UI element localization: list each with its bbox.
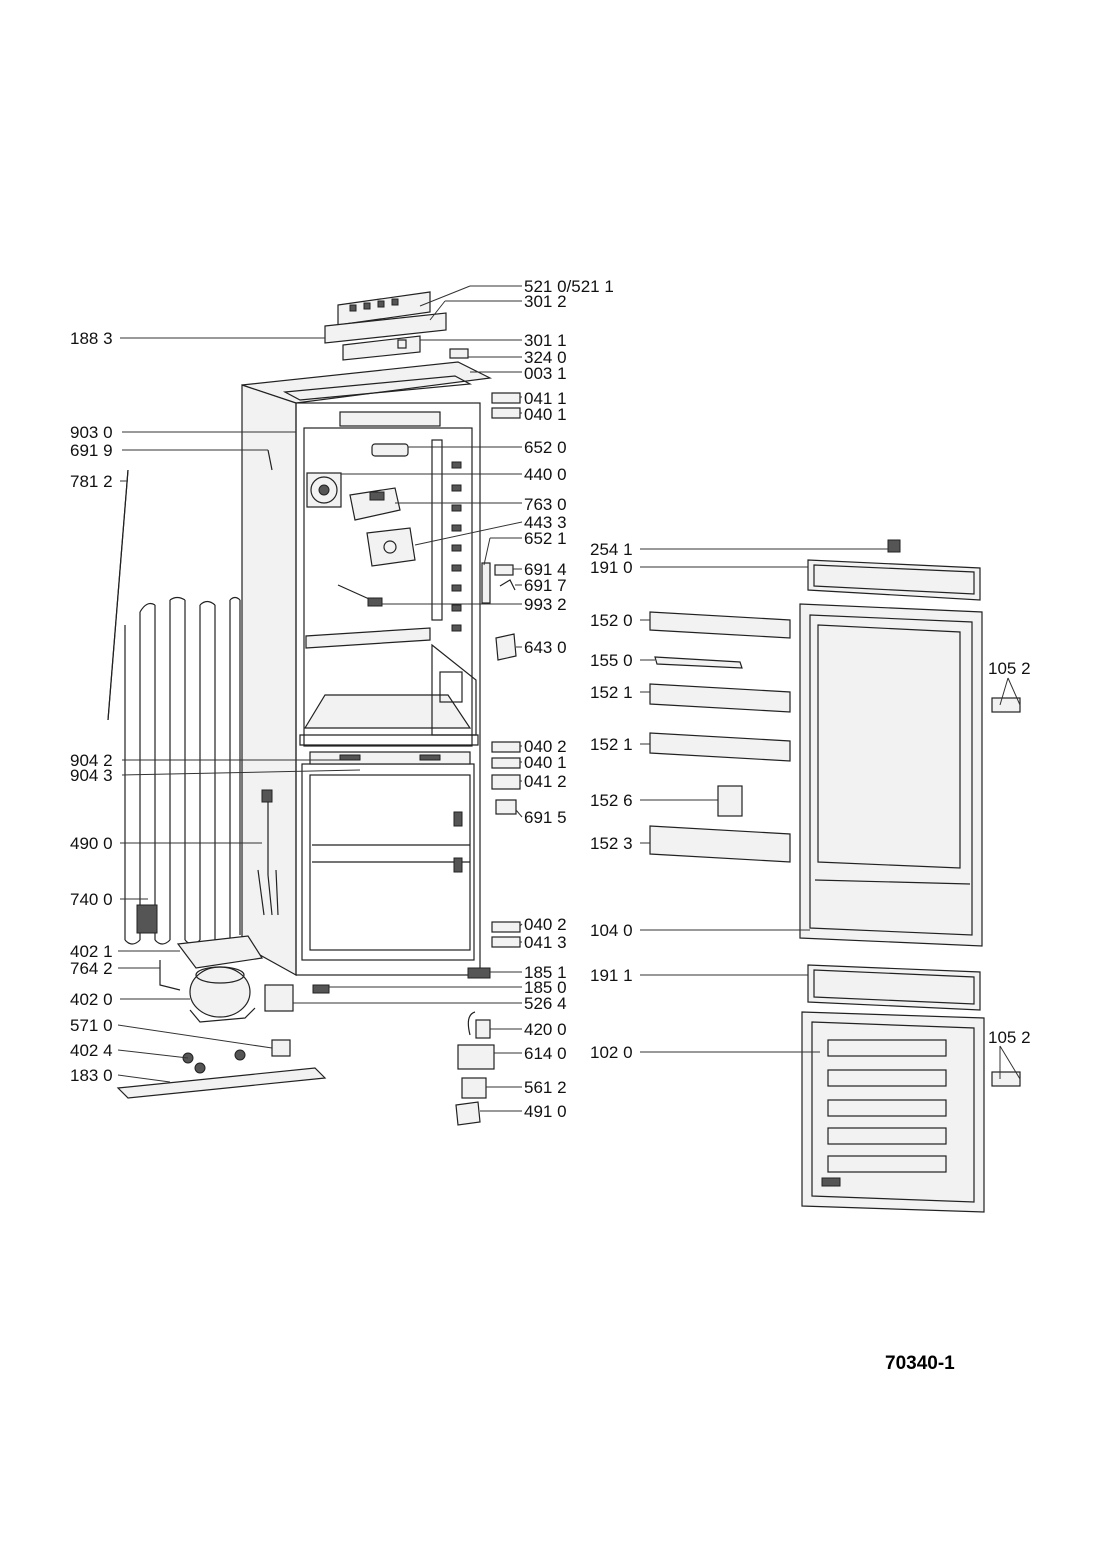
label-0031: 003 1	[524, 364, 567, 383]
label-1521a: 152 1	[590, 683, 633, 702]
drip-tray	[176, 935, 264, 969]
label-9043: 904 3	[70, 766, 113, 785]
label-0401b: 040 1	[524, 753, 567, 772]
label-0412: 041 2	[524, 772, 567, 791]
relay	[461, 1077, 487, 1099]
base-rail	[116, 1067, 327, 1099]
label-1526: 152 6	[590, 791, 633, 810]
label-0413: 041 3	[524, 933, 567, 952]
label-5210: 521 0/521 1	[524, 277, 614, 296]
label-1020: 102 0	[590, 1043, 633, 1062]
fridge-compartment	[303, 427, 473, 747]
hinge-1052a	[991, 697, 1021, 713]
start-device	[271, 1039, 291, 1057]
label-3012: 301 2	[524, 292, 567, 311]
egg-tray	[654, 656, 743, 669]
label-3011: 301 1	[524, 331, 567, 350]
label-9932: 993 2	[524, 595, 567, 614]
freezer-door-panel	[801, 1011, 985, 1213]
label-1052b: 105 2	[988, 1028, 1031, 1047]
air-duct	[349, 487, 401, 521]
label-1550: 155 0	[590, 651, 633, 670]
door-shelf-1523	[649, 825, 791, 863]
bottle-stopper	[717, 785, 743, 817]
label-6919: 691 9	[70, 441, 113, 460]
hinge-parts	[267, 392, 521, 948]
label-4020: 402 0	[70, 990, 113, 1009]
door-shelves	[649, 611, 791, 863]
label-4910: 491 0	[524, 1102, 567, 1121]
label-9042: 904 2	[70, 751, 113, 770]
label-6917: 691 7	[524, 576, 567, 595]
label-3240: 324 0	[524, 348, 567, 367]
compressor	[189, 966, 251, 1018]
light-cover	[371, 443, 409, 457]
door-shelf-1521b	[649, 732, 791, 762]
cabinet	[241, 361, 493, 977]
control-knob	[449, 348, 469, 359]
relay-box	[264, 984, 294, 1012]
drawing-code: 70340-1	[885, 1353, 955, 1374]
label-1521b: 152 1	[590, 735, 633, 754]
label-6430: 643 0	[524, 638, 567, 657]
label-5264: 526 4	[524, 994, 567, 1013]
condenser	[107, 469, 241, 945]
label-9030: 903 0	[70, 423, 113, 442]
label-4024: 402 4	[70, 1041, 113, 1060]
label-1830: 183 0	[70, 1066, 113, 1085]
label-0401a: 040 1	[524, 405, 567, 424]
label-7630: 763 0	[524, 495, 567, 514]
label-1883: 188 3	[70, 329, 113, 348]
label-1040: 104 0	[590, 921, 633, 940]
label-4200: 420 0	[524, 1020, 567, 1039]
control-panel-parts	[324, 291, 469, 361]
door-stop	[887, 539, 901, 553]
label-6915: 691 5	[524, 808, 567, 827]
label-1910: 191 0	[590, 558, 633, 577]
label-1520: 152 0	[590, 611, 633, 630]
label-0411a: 041 1	[524, 389, 567, 408]
fridge-door	[799, 539, 1021, 947]
control-module	[457, 1044, 495, 1070]
label-4900: 490 0	[70, 834, 113, 853]
label-7642: 764 2	[70, 959, 113, 978]
fridge-door-panel	[799, 603, 983, 947]
thermostat-box	[366, 527, 416, 567]
control-display	[342, 335, 421, 361]
label-4433: 443 3	[524, 513, 567, 532]
label-4021: 402 1	[70, 942, 113, 961]
part-labels: 521 0/521 1 301 2 188 3 301 1 324 0 003 …	[70, 277, 1031, 1121]
label-1523: 152 3	[590, 834, 633, 853]
control-board	[337, 291, 431, 326]
cabinet-front-frame	[295, 402, 481, 976]
label-4400: 440 0	[524, 465, 567, 484]
label-7400: 740 0	[70, 890, 113, 909]
shelf-supports	[431, 439, 462, 632]
control-housing	[324, 312, 447, 344]
freezer-door	[801, 964, 1021, 1213]
label-6520: 652 0	[524, 438, 567, 457]
relay-cover	[455, 1101, 481, 1126]
label-0402a: 040 2	[524, 737, 567, 756]
label-1911: 191 1	[590, 966, 633, 985]
label-7812: 781 2	[70, 472, 113, 491]
label-2541: 254 1	[590, 540, 633, 559]
label-6521: 652 1	[524, 529, 567, 548]
door-shelf-1521a	[649, 683, 791, 713]
label-6914: 691 4	[524, 560, 567, 579]
leader-lines	[117, 285, 1021, 1112]
power-cord	[257, 795, 279, 916]
compressor-area	[116, 789, 495, 1126]
label-1052a: 105 2	[988, 659, 1031, 678]
door-shelf-1520	[649, 611, 791, 639]
label-1851: 185 1	[524, 963, 567, 982]
hinge-1052b	[991, 1071, 1021, 1087]
label-5612: 561 2	[524, 1078, 567, 1097]
capacitor	[475, 1019, 491, 1039]
label-5710: 571 0	[70, 1016, 113, 1035]
label-0402b: 040 2	[524, 915, 567, 934]
label-1850: 185 0	[524, 978, 567, 997]
label-6140: 614 0	[524, 1044, 567, 1063]
